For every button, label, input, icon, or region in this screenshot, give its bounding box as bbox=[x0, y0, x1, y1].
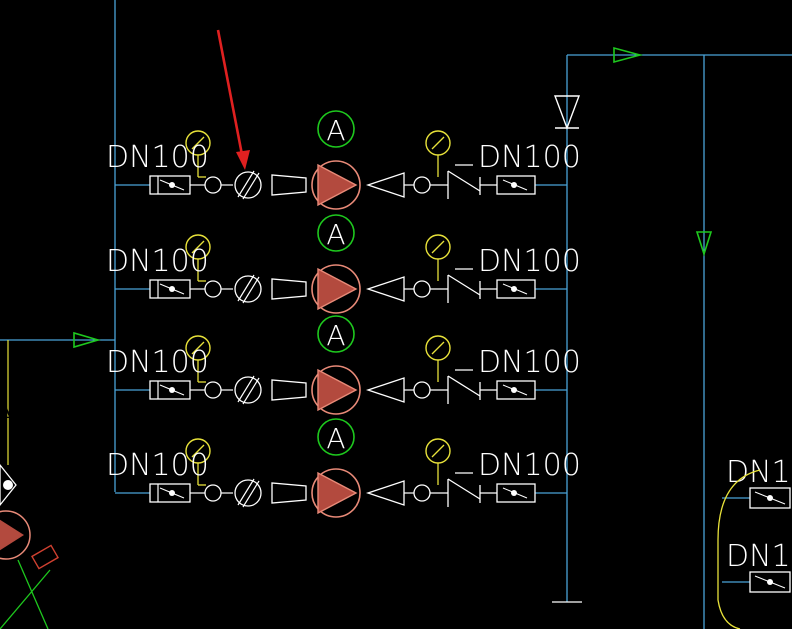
pressure-gauge-icon bbox=[425, 438, 451, 464]
gate-valve-icon bbox=[496, 483, 536, 503]
gate-valve-icon bbox=[496, 175, 536, 195]
y-strainer-icon bbox=[234, 479, 262, 507]
reducer-icon bbox=[365, 377, 405, 403]
inlet-size-label: DN100 bbox=[106, 140, 209, 175]
ammeter-icon: A bbox=[317, 315, 355, 353]
left-fragment-mark: < bbox=[0, 125, 22, 169]
inlet-size-label: DN100 bbox=[106, 448, 209, 483]
annotation-arrow-icon bbox=[216, 29, 250, 170]
inlet-size-label: DN100 bbox=[106, 244, 209, 279]
ammeter-label: A bbox=[326, 218, 345, 251]
y-strainer-icon bbox=[234, 275, 262, 303]
pump-fragment-icon bbox=[0, 510, 31, 560]
y-strainer-icon bbox=[234, 171, 262, 199]
return-riser-label: DN150 bbox=[719, 181, 754, 284]
pressure-gauge-icon bbox=[425, 130, 451, 156]
gate-valve-icon bbox=[496, 279, 536, 299]
centrifugal-pump-icon bbox=[311, 160, 361, 210]
pump-row: A DN100 DN100 bbox=[106, 214, 581, 314]
flexible-joint-icon bbox=[204, 484, 222, 502]
flow-direction-arrow-icon bbox=[73, 331, 101, 349]
valve-fragment-icon bbox=[0, 463, 17, 507]
centrifugal-pump-icon bbox=[311, 264, 361, 314]
inlet-size-label: DN100 bbox=[106, 345, 209, 380]
left-fragment-label: Al bbox=[0, 398, 23, 433]
outlet-size-label: DN100 bbox=[478, 140, 581, 175]
pump-row: A DN100 DN100 bbox=[106, 110, 581, 210]
flexible-joint-icon bbox=[413, 176, 431, 194]
flexible-joint-icon bbox=[413, 280, 431, 298]
reducer-icon bbox=[365, 276, 405, 302]
pump-row: A DN100 DN100 bbox=[106, 418, 581, 518]
pressure-gauge-icon bbox=[425, 234, 451, 260]
riser-label: DN150 bbox=[583, 293, 618, 396]
gate-valve-icon bbox=[496, 380, 536, 400]
reducer-icon bbox=[365, 172, 405, 198]
ammeter-icon: A bbox=[317, 418, 355, 456]
motor-fragment-icon bbox=[31, 544, 59, 570]
branch-size-label: DN15 bbox=[726, 455, 792, 490]
check-valve-icon bbox=[553, 95, 581, 130]
main-header-label: DN150 bbox=[592, 68, 695, 103]
y-strainer-icon bbox=[234, 376, 262, 404]
centrifugal-pump-icon bbox=[311, 468, 361, 518]
reducer-icon bbox=[271, 278, 307, 300]
pressure-gauge-icon bbox=[185, 234, 211, 260]
centrifugal-pump-icon bbox=[311, 365, 361, 415]
ammeter-label: A bbox=[326, 422, 345, 455]
ammeter-label: A bbox=[326, 319, 345, 352]
flow-direction-arrow-icon bbox=[695, 231, 713, 257]
outlet-size-label: DN100 bbox=[478, 244, 581, 279]
flexible-joint-icon bbox=[204, 176, 222, 194]
branch-loop bbox=[717, 469, 761, 629]
flow-direction-arrow-icon bbox=[613, 46, 644, 64]
outlet-size-label: DN100 bbox=[478, 448, 581, 483]
ammeter-label: A bbox=[326, 114, 345, 147]
reducer-icon bbox=[271, 379, 307, 401]
right-branch: DN15 bbox=[722, 539, 792, 593]
auxiliary-symbols: DN15DN15 bbox=[0, 29, 792, 629]
pump-row: A DN100 DN100 bbox=[106, 315, 581, 415]
reducer-icon bbox=[365, 480, 405, 506]
flexible-joint-icon bbox=[413, 381, 431, 399]
pressure-gauge-icon bbox=[425, 335, 451, 361]
ammeter-icon: A bbox=[317, 110, 355, 148]
flexible-joint-icon bbox=[204, 280, 222, 298]
flexible-joint-icon bbox=[204, 381, 222, 399]
outlet-size-label: DN100 bbox=[478, 345, 581, 380]
flexible-joint-icon bbox=[413, 484, 431, 502]
gate-valve-icon bbox=[749, 487, 791, 509]
reducer-icon bbox=[271, 482, 307, 504]
branch-size-label: DN15 bbox=[726, 539, 792, 574]
pressure-gauge-icon bbox=[185, 438, 211, 464]
caption: 三用一备 bbox=[290, 542, 394, 572]
right-branch: DN15 bbox=[722, 455, 792, 509]
pressure-gauge-icon bbox=[185, 335, 211, 361]
reducer-icon bbox=[271, 174, 307, 196]
pressure-gauge-icon bbox=[185, 130, 211, 156]
ammeter-icon: A bbox=[317, 214, 355, 252]
gate-valve-icon bbox=[749, 571, 791, 593]
